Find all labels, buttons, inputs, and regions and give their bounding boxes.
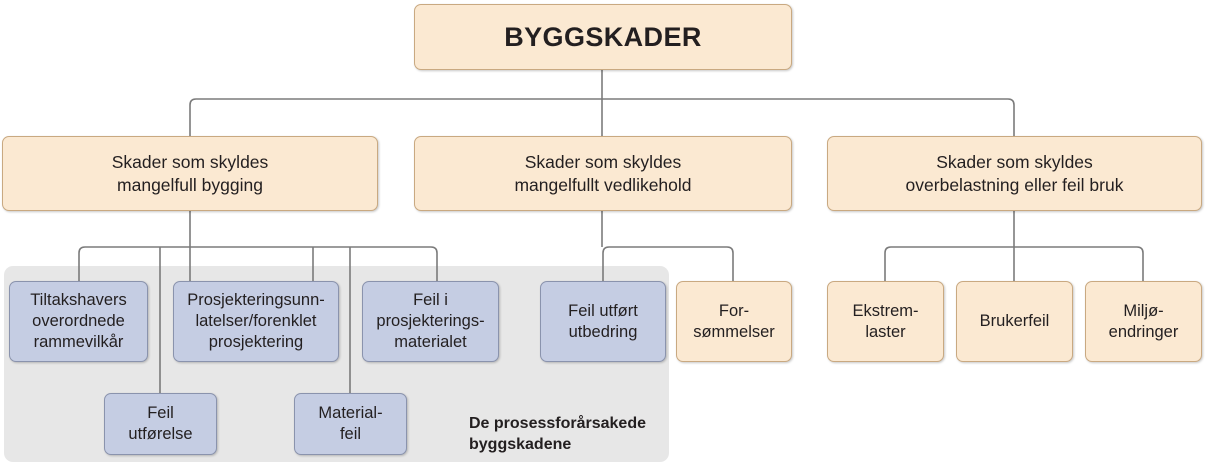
node-level3-miljoendringer[interactable]: Miljø- endringer bbox=[1085, 281, 1202, 362]
node-level3-forsommelser[interactable]: For- sømmelser bbox=[676, 281, 792, 362]
node-level3-brukerfeil[interactable]: Brukerfeil bbox=[956, 281, 1073, 362]
panel-caption: De prosessforårsakede byggskadene bbox=[469, 415, 646, 454]
node-level4-materialfeil[interactable]: Material- feil bbox=[294, 393, 407, 455]
node-level3-ekstremlaster[interactable]: Ekstrem- laster bbox=[827, 281, 944, 362]
node-level3-prosjekteringsunnlatelser[interactable]: Prosjekteringsunn- latelser/forenklet pr… bbox=[173, 281, 339, 362]
node-root-byggskader[interactable]: BYGGSKADER bbox=[414, 4, 792, 70]
node-level2-mangelfull-bygging[interactable]: Skader som skyldes mangelfull bygging bbox=[2, 136, 378, 211]
node-level3-tiltakshavers-rammevilkar[interactable]: Tiltakshavers overordnede rammevilkår bbox=[9, 281, 148, 362]
node-level3-feil-i-prosjekteringsmaterialet[interactable]: Feil i prosjekterings- materialet bbox=[362, 281, 499, 362]
node-level2-mangelfullt-vedlikehold[interactable]: Skader som skyldes mangelfullt vedlikeho… bbox=[414, 136, 792, 211]
node-level2-overbelastning-feil-bruk[interactable]: Skader som skyldes overbelastning eller … bbox=[827, 136, 1202, 211]
node-level4-feil-utforelse[interactable]: Feil utførelse bbox=[104, 393, 217, 455]
node-level3-feil-utfort-utbedring[interactable]: Feil utført utbedring bbox=[540, 281, 666, 362]
